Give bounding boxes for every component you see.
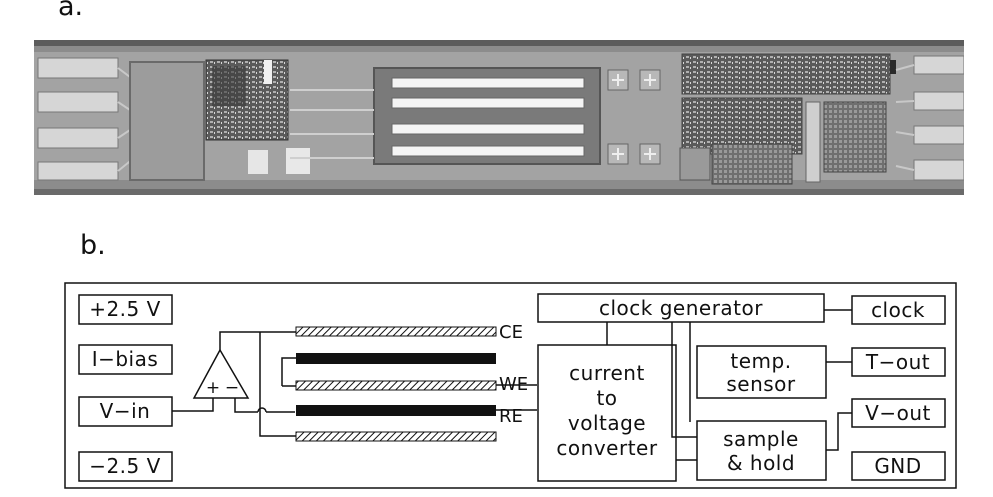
temp-output-label: T−out [865,350,930,374]
sample-hold-line-2: & hold [727,451,795,475]
ground-label: GND [874,454,921,478]
working-electrode-bar [296,353,496,364]
v-output-box: V−out [851,398,946,428]
opamp-symbol: + − [192,348,250,399]
input-box: V−in [78,396,173,427]
electrode-strips-schematic [295,326,497,442]
input-label: V−in [100,399,151,423]
counter-electrode [295,326,497,337]
supply-minus-box: −2.5 V [78,451,173,482]
clock-output-label: clock [871,298,925,322]
temp-output-box: T−out [851,347,946,377]
opamp-minus-sign: − [225,378,239,398]
supply-plus-box: +2.5 V [78,294,173,325]
block-wiring [606,309,852,461]
re-label: RE [499,406,523,427]
temp-sensor-box: temp. sensor [696,345,827,399]
bias-box: I−bias [78,344,173,375]
clock-generator-box: clock generator [537,293,825,323]
supply-plus-label: +2.5 V [89,297,161,321]
electrode-strips [391,77,585,157]
clock-generator-label: clock generator [599,296,763,320]
ce-label: CE [499,322,523,343]
supply-minus-label: −2.5 V [89,454,161,478]
opamp-wiring [172,331,296,437]
panel-a-label: a. [58,0,84,22]
converter-line-1: current [569,361,645,385]
sample-hold-box: sample & hold [696,420,827,481]
schematic-frame [64,282,957,489]
reference-electrode [295,431,497,442]
panel-b-label: b. [80,230,106,261]
chip-micrograph [34,40,964,195]
reference-electrode-bar [296,405,496,416]
converter-box: current to voltage converter [537,344,677,482]
opamp-plus-sign: + [206,378,220,398]
ground-box: GND [851,451,946,481]
left-bond-pads [37,57,119,181]
temp-sensor-line-1: temp. [730,349,791,373]
sample-hold-line-1: sample [723,427,799,451]
converter-line-3: voltage [568,411,646,435]
working-electrode [295,380,497,391]
converter-line-4: converter [556,436,657,460]
converter-line-2: to [596,386,617,410]
right-bond-pads [913,55,964,181]
clock-output-box: clock [851,295,946,325]
bias-label: I−bias [92,347,159,371]
temp-sensor-line-2: sensor [726,372,796,396]
v-output-label: V−out [865,401,931,425]
